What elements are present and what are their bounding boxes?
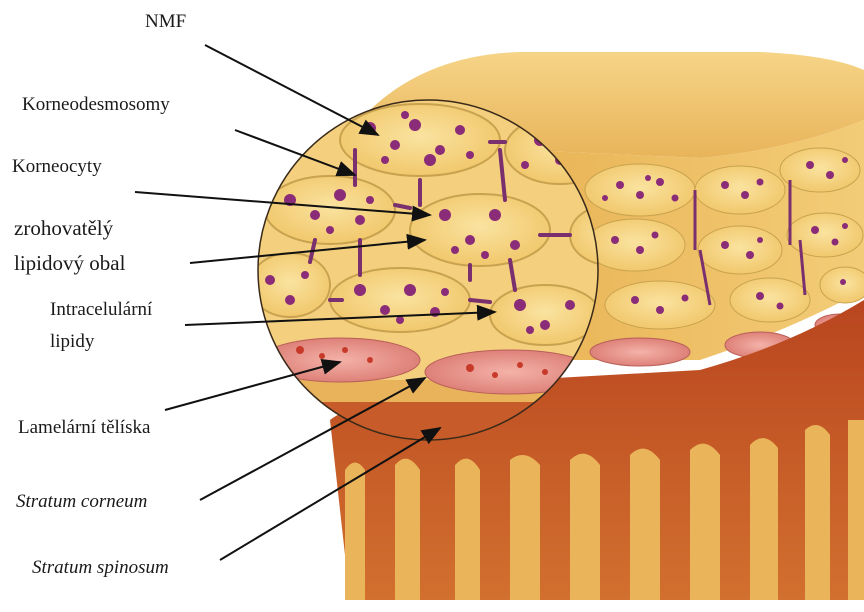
label-lamelarni: Lamelární tělíska [18, 416, 150, 440]
label-stratum-corneum: Stratum corneum [16, 490, 147, 514]
label-obal-line2: lipidový obal [14, 248, 125, 278]
arrow-nmf [205, 45, 378, 135]
label-stratum-spinosum: Stratum spinosum [32, 556, 169, 580]
label-obal-line1: zrohovatělý [14, 213, 113, 243]
label-korneodesmosomy: Korneodesmosomy [22, 93, 170, 117]
label-korneocyty: Korneocyty [12, 155, 102, 179]
label-lipidy-line1: Intracelulární [50, 298, 152, 322]
label-lipidy-line2: lipidy [50, 330, 94, 354]
label-nmf: NMF [145, 10, 186, 34]
